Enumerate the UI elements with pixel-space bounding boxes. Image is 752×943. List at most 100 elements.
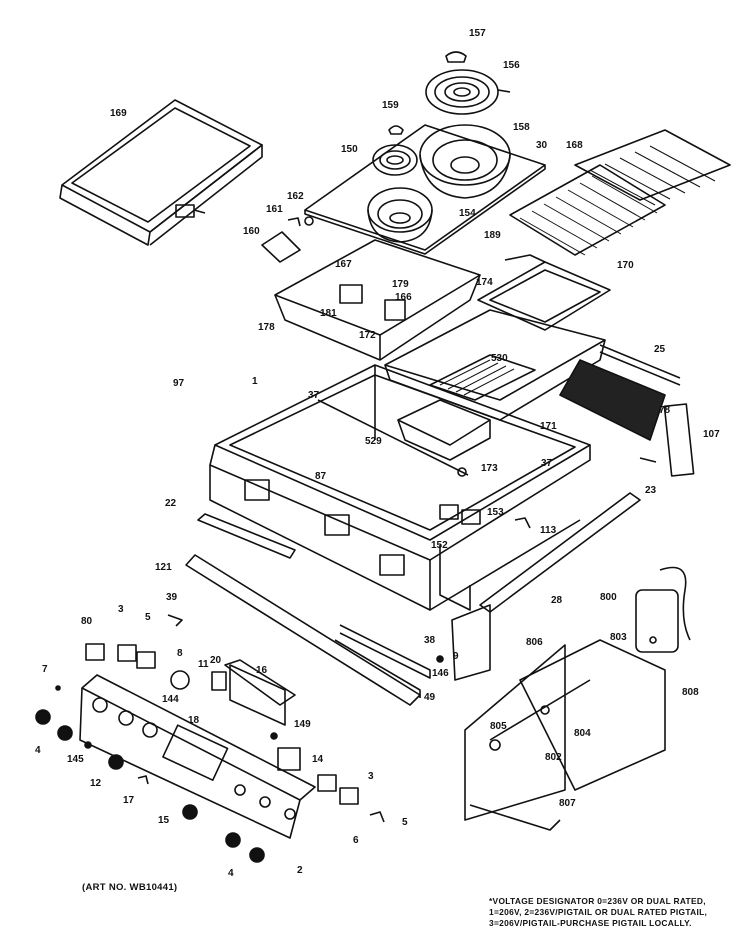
callout-label: 172	[359, 330, 376, 341]
callout-label: 146	[432, 668, 449, 679]
callout-label: 145	[67, 754, 84, 765]
callout-label: 37	[541, 458, 553, 469]
callout-label: 23	[645, 485, 657, 496]
back-panel	[464, 639, 666, 831]
callout-label: 25	[654, 344, 666, 355]
callout-label: 9	[453, 651, 459, 662]
voltage-note-line: 1=206V, 2=236V/PIGTAIL OR DUAL RATED PIG…	[489, 907, 708, 917]
callout-label: 804	[574, 728, 591, 739]
voltage-designator-note: *VOLTAGE DESIGNATOR 0=236V OR DUAL RATED…	[489, 896, 749, 929]
range-body	[209, 364, 591, 611]
callout-label: 160	[243, 226, 260, 237]
callout-label: 4	[35, 745, 41, 756]
callout-label: 49	[424, 692, 436, 703]
callout-label: 530	[491, 353, 508, 364]
callout-label: 154	[459, 208, 476, 219]
callout-label: 159	[382, 100, 399, 111]
callout-label: 529	[365, 436, 382, 447]
callout-label: 97	[173, 378, 185, 389]
rear-panel	[559, 344, 695, 477]
callout-label: 189	[484, 230, 501, 241]
cooktop-plate	[304, 124, 546, 255]
callout-label: 5	[402, 817, 408, 828]
callout-label: 5	[145, 612, 151, 623]
callout-label: 78	[659, 405, 671, 416]
control-panel	[79, 674, 316, 839]
callout-label: 38	[424, 635, 436, 646]
callout-label: 807	[559, 798, 576, 809]
side-panel	[451, 492, 641, 681]
callout-label: 158	[513, 122, 530, 133]
callout-label: 20	[210, 655, 222, 666]
callout-label: 173	[481, 463, 498, 474]
callout-label: 149	[294, 719, 311, 730]
coil-element-150	[372, 125, 418, 176]
callout-label: 14	[312, 754, 324, 765]
knobs	[35, 709, 265, 863]
voltage-note-line: 3=206V/PIGTAIL-PURCHASE PIGTAIL LOCALLY.	[489, 918, 692, 928]
callout-label: 161	[266, 204, 283, 215]
callout-label: 6	[353, 835, 359, 846]
callout-label: 808	[682, 687, 699, 698]
callout-label: 150	[341, 144, 358, 155]
callout-label: 8	[177, 648, 183, 659]
terminal-block	[635, 566, 691, 653]
voltage-note-line: *VOLTAGE DESIGNATOR 0=236V OR DUAL RATED…	[489, 896, 706, 906]
callout-label: 11	[198, 659, 209, 670]
callout-label: 166	[395, 292, 412, 303]
callout-label: 162	[287, 191, 304, 202]
griddle-part	[59, 99, 263, 246]
callout-label: 3	[368, 771, 374, 782]
callout-label: 113	[540, 525, 557, 536]
art-number: (ART NO. WB10441)	[82, 882, 178, 893]
callout-label: 87	[315, 471, 327, 482]
callout-label: 153	[487, 507, 504, 518]
callout-label: 4	[228, 868, 234, 879]
drip-pan-158	[419, 124, 511, 199]
callout-label: 7	[42, 664, 48, 675]
callout-label: 171	[540, 421, 557, 432]
callout-label: 802	[545, 752, 562, 763]
grill-element	[477, 254, 611, 331]
callout-label: 168	[566, 140, 583, 151]
callout-label: 803	[610, 632, 627, 643]
controls	[85, 614, 296, 726]
callout-label: 16	[256, 665, 268, 676]
callout-label: 22	[165, 498, 177, 509]
grill-box	[384, 309, 606, 421]
element-bracket	[261, 216, 314, 263]
drip-pan-154	[367, 187, 433, 243]
callout-label: 174	[476, 277, 493, 288]
grease-pan	[397, 399, 491, 461]
callout-label: 30	[536, 140, 548, 151]
callout-label: 15	[158, 815, 170, 826]
callout-label: 800	[600, 592, 617, 603]
callout-label: 156	[503, 60, 520, 71]
callout-label: 144	[162, 694, 179, 705]
part-outlines	[35, 51, 731, 863]
callout-label: 3	[118, 604, 124, 615]
callout-label: 806	[526, 637, 543, 648]
callout-label: 39	[166, 592, 178, 603]
callout-label: 37	[308, 390, 320, 401]
callout-label: 169	[110, 108, 127, 119]
coil-element-156	[425, 51, 511, 115]
small-brackets	[439, 467, 531, 529]
callout-label: 152	[431, 540, 448, 551]
callout-label: 2	[297, 865, 303, 876]
callout-label: 181	[320, 308, 337, 319]
callout-label: 157	[469, 28, 486, 39]
callout-label: 121	[155, 562, 172, 573]
callout-label: 167	[335, 259, 352, 270]
callout-label: 18	[188, 715, 200, 726]
grill-grates	[509, 129, 731, 256]
switches	[55, 655, 444, 823]
callout-label: 80	[81, 616, 93, 627]
callout-label: 170	[617, 260, 634, 271]
callout-label: 17	[123, 795, 135, 806]
callout-label: 107	[703, 429, 720, 440]
callout-label: 28	[551, 595, 563, 606]
